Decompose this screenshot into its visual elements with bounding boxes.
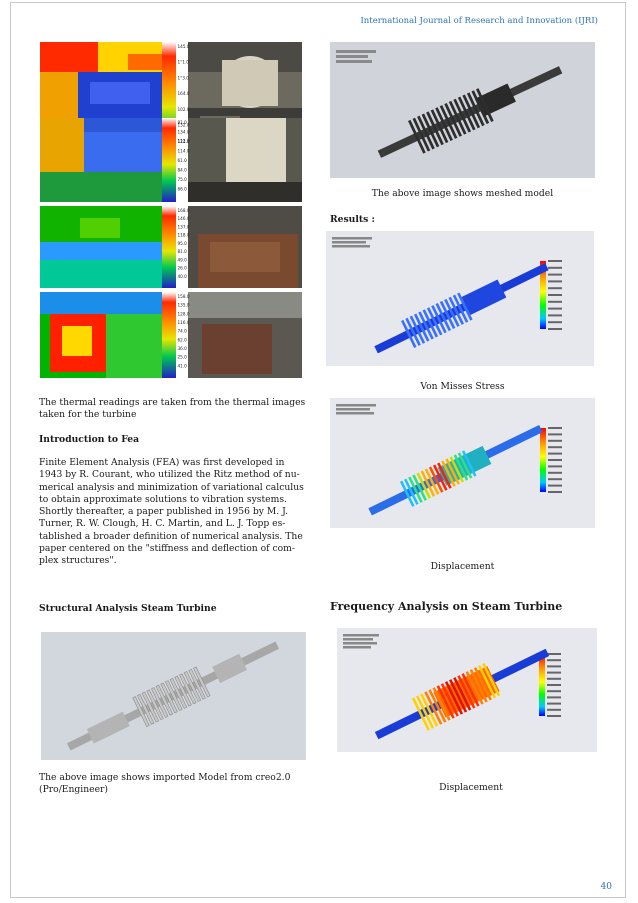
intro-line: Shortly thereafter, a paper published in… <box>39 506 289 518</box>
turbine-photo-3 <box>188 206 302 288</box>
thermal-scale-label: 116.0 <box>178 320 190 325</box>
thermal-scale-label: 112.0 <box>178 138 190 143</box>
thermal-scale-label: 41.0 <box>178 363 188 368</box>
thermal-image-2 <box>40 118 176 202</box>
thermal-scale-label: 75.0 <box>178 177 188 182</box>
thermal-caption: The thermal readings are taken from the … <box>39 397 306 421</box>
page-number: 40 <box>600 882 612 892</box>
intro-line: plex structures". <box>39 555 117 567</box>
thermal-scale-label: 128.0 <box>178 311 190 316</box>
stress-caption: Von Misses Stress <box>420 381 505 392</box>
thermal-scale-label: 164.0 <box>178 91 190 96</box>
thermal-scale-label: 61.0 <box>178 158 188 163</box>
results-label: Results : <box>330 214 375 225</box>
thermal-scale-label: 158.0 <box>178 294 190 299</box>
intro-line: 1943 by R. Courant, who utilized the Rit… <box>39 469 300 481</box>
thermal-images-figure: 145.0 1°1.0 1°3.0 164.0 102.0 132.0 112.0 81.0 1… <box>40 42 302 378</box>
thermal-scale-label: 49.0 <box>178 257 188 262</box>
meshed-caption: The above image shows meshed model <box>371 188 554 199</box>
displacement-caption: Displacement <box>430 561 495 572</box>
thermal-scale-label: 1°1.0 <box>178 60 190 65</box>
imported-caption: The above image shows imported Model fro… <box>39 772 314 797</box>
thermal-scale-label: 137.0 <box>178 224 190 229</box>
thermal-scale-label: 26.0 <box>178 266 188 271</box>
thermal-image-4 <box>40 292 176 378</box>
intro-paragraph: Finite Element Analysis (FEA) was first … <box>39 457 314 568</box>
thermal-scale-label: 118.0 <box>178 233 190 238</box>
frequency-caption: Displacement <box>439 782 503 793</box>
thermal-scale-label: 25.0 <box>178 355 188 360</box>
thermal-scale-label: 66.0 <box>178 187 188 192</box>
thermal-scale-label: 102.0 <box>178 107 190 112</box>
intro-line: tablished a broader definition of numeri… <box>39 530 303 542</box>
thermal-scale-label: 1°3.0 <box>178 75 190 80</box>
journal-header: International Journal of Research and In… <box>360 16 598 26</box>
turbine-photo-4 <box>188 292 302 378</box>
von-mises-figure <box>326 231 594 366</box>
thermal-scale-label: 134.0 <box>178 130 190 135</box>
intro-heading: Introduction to Fea <box>39 434 140 445</box>
page-border <box>10 2 626 898</box>
thermal-scale-label: 132.0 <box>178 123 190 128</box>
imported-model-figure <box>41 632 306 760</box>
thermal-scale-label: 36.0 <box>178 346 188 351</box>
intro-line: merical analysis and minimization of var… <box>39 481 304 493</box>
displacement-figure <box>330 398 595 528</box>
thermal-scale-label: 40.0 <box>178 274 188 279</box>
thermal-scale-label: 62.0 <box>178 337 188 342</box>
intro-line: to obtain approximate solutions to vibra… <box>39 493 287 505</box>
frequency-figure <box>337 628 597 752</box>
thermal-scale-label: 95.0 <box>178 241 188 246</box>
thermal-scale-label: 81.0 <box>178 120 188 125</box>
thermal-scale-label: 81.0 <box>178 249 188 254</box>
imported-caption-line: The above image shows imported Model fro… <box>39 772 291 783</box>
thermal-scale-label: 84.0 <box>178 168 188 173</box>
intro-line: paper centered on the "stiffness and def… <box>39 543 295 555</box>
thermal-scale-label: 121.0 <box>178 139 190 144</box>
thermal-scale-label: 135.0 <box>178 303 190 308</box>
turbine-photo-2 <box>188 118 302 202</box>
thermal-scale-label: 145.0 <box>178 44 190 49</box>
intro-line: Turner, R. W. Clough, H. C. Martin, and … <box>39 518 286 530</box>
thermal-scale-label: 146.0 <box>178 216 190 221</box>
meshed-model-figure <box>330 42 595 178</box>
thermal-scale-label: 114.0 <box>178 149 190 154</box>
thermal-scale-label: 168.0 <box>178 208 190 213</box>
imported-caption-line: (Pro/Engineer) <box>39 784 108 796</box>
thermal-scale-label: 74.0 <box>178 329 188 334</box>
frequency-heading: Frequency Analysis on Steam Turbine <box>330 600 563 613</box>
thermal-image-3 <box>40 206 176 288</box>
intro-line: Finite Element Analysis (FEA) was first … <box>39 457 285 468</box>
structural-heading: Structural Analysis Steam Turbine <box>39 603 217 614</box>
